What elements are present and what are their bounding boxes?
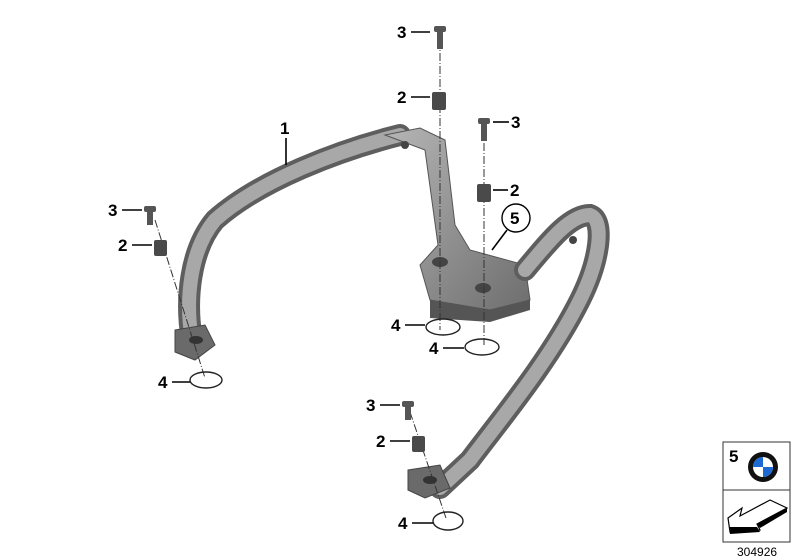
- callout-1: 1: [280, 119, 289, 138]
- assembly-axis: [409, 411, 447, 519]
- callout-5: 5: [510, 209, 519, 228]
- grab-handle-part: [174, 124, 610, 499]
- callout-4: 4: [391, 316, 401, 335]
- callout-2: 2: [510, 181, 519, 200]
- callout-3: 3: [108, 201, 117, 220]
- legend-item-number: 5: [729, 447, 738, 466]
- callouts: 3 2 1 3 2 5 3 2 4 4 4 3 2 4: [108, 23, 531, 533]
- legend-box: 5: [722, 441, 791, 543]
- callout-2: 2: [118, 236, 127, 255]
- ring-part: [189, 318, 500, 531]
- callout-3: 3: [397, 23, 406, 42]
- callout-3: 3: [366, 396, 375, 415]
- bmw-logo: [748, 452, 778, 482]
- callout-4: 4: [429, 339, 439, 358]
- callout-3: 3: [511, 113, 520, 132]
- sleeve-part: [154, 92, 491, 452]
- image-number: 304926: [737, 545, 777, 559]
- callout-4: 4: [158, 373, 168, 392]
- callout-4: 4: [398, 514, 408, 533]
- callout-2: 2: [397, 88, 406, 107]
- bolt-part: [144, 26, 490, 420]
- arrow-icon: [727, 499, 789, 534]
- callout-2: 2: [376, 432, 385, 451]
